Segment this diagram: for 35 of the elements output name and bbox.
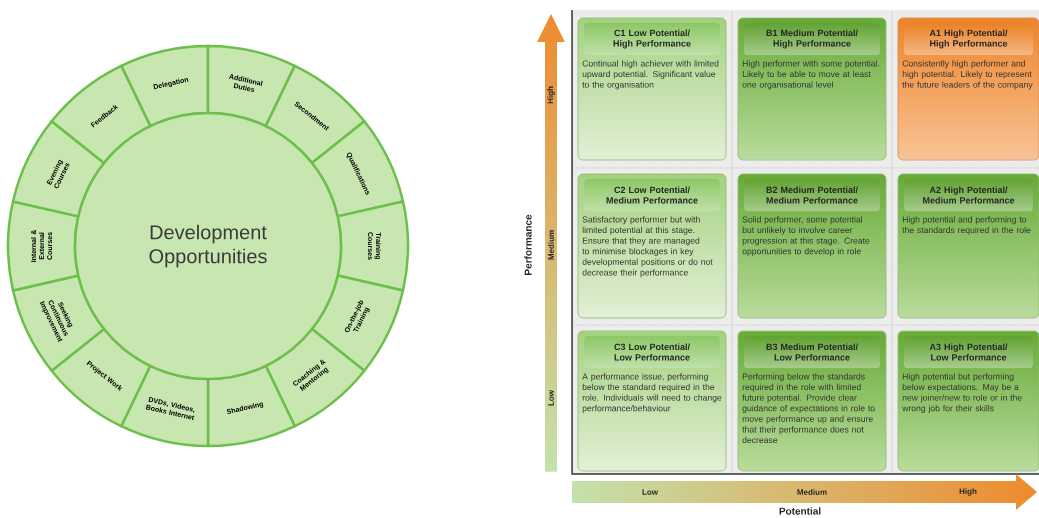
cell-header: B2 Medium Potential/ Medium Performance [766,186,858,204]
axis-label: Low [642,489,658,495]
cell-text: Continual high achiever with limited upward potential. Significant value to the organisation [582,60,719,90]
cell-text: High potential but performing below expectations. May be a new joiner/new to role or in the wrong job for their skills [902,373,1022,413]
cell-header: C3 Low Potential/ Low Performance [614,343,690,361]
axis-label: High [547,86,555,104]
cell-header: C2 Low Potential/ Medium Performance [606,186,698,204]
grid-cell [737,330,887,472]
grid-cell [737,17,887,161]
axis-label: Low [548,389,554,406]
cell-header: B1 Medium Potential/ High Performance [766,29,858,49]
grid-cell [897,17,1039,161]
cell-header: A1 High Potential/ High Performance [929,29,1008,49]
cell-header: A3 High Potential/ Low Performance [929,343,1008,361]
cell-text: Performing below the standards required in the role with limited future potential. Provide clear guidance of expectations in role to move performance up and ensure that their performance does not decrease [742,373,875,444]
grid-cell [577,330,727,472]
cell-text: Consistently high performer and high potential. Likely to represent the future leaders of the company [902,60,1033,90]
cell-text: Satisfactory performer but with limited potential at this stage. Ensure that they are managed to minimise blockages in key developmental positions or do not decrease their performance [582,216,713,278]
axis-title: Potential [779,507,821,515]
axis-title: Performance [524,214,532,275]
axis-label: High [959,488,977,496]
cell-header: A2 High Potential/ Medium Performance [923,186,1015,204]
cell-text: High potential and performing to the standards required in the role [902,216,1031,235]
grid-cell [577,173,727,319]
cell-header: B3 Medium Potential/ Low Performance [766,343,858,361]
grid-cell [897,330,1039,472]
cell-text: Solid performer, some potential but unlikely to involve career progression at this stage. Create opportunities to develop in role [742,216,870,256]
grid-cell [897,173,1039,319]
grid-cell [577,17,727,161]
axis-label: Medium [548,230,554,260]
cell-text: High performer with some potential. Likely to be able to move at least one organisational level [742,60,880,90]
axis-label: Medium [797,489,827,495]
grid-cell [737,173,887,319]
cell-header: C1 Low Potential/ High Performance [613,29,691,49]
cell-text: A performance issue, performing below the standard required in the role. Individuals will need to change performance/behaviour [582,373,722,413]
